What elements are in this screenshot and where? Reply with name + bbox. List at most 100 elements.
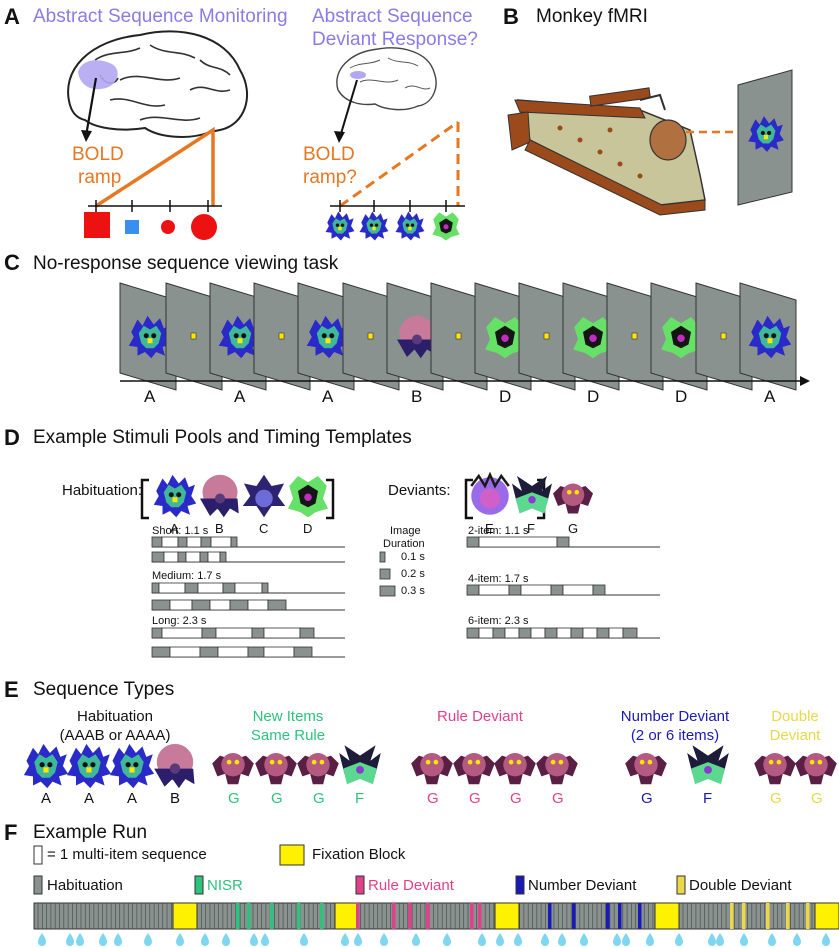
fixation-block <box>494 902 520 930</box>
reward-drop-icon <box>675 933 683 946</box>
image-block <box>293 646 313 658</box>
sequence-label: A <box>144 387 156 406</box>
brain-right-illustration <box>336 47 437 111</box>
reward-drop-icon <box>300 933 308 946</box>
gap-block <box>169 599 193 611</box>
image-block <box>596 627 610 639</box>
image-block <box>177 536 188 548</box>
gap-block <box>217 646 249 658</box>
reward-drop-icon <box>380 933 388 946</box>
gap-block <box>504 627 520 639</box>
image-block <box>151 582 160 594</box>
reward-drop-icon <box>66 933 74 946</box>
deviant-sequence <box>470 903 474 929</box>
image-block <box>222 582 236 594</box>
reward-drop-icon <box>114 933 122 946</box>
reward-drop-icon <box>222 933 230 946</box>
reward-drop-icon <box>740 933 748 946</box>
gap-block <box>478 584 510 596</box>
dur-01-label: 0.1 s <box>401 551 425 563</box>
gap-block <box>209 599 231 611</box>
image-block <box>466 536 480 548</box>
habituation-item-label: C <box>259 521 269 536</box>
image-frame <box>119 282 177 391</box>
reward-drop-icon <box>478 933 486 946</box>
fixation-frame <box>342 282 400 391</box>
nisr-seq-label: G <box>271 790 283 807</box>
gap-block <box>215 627 253 639</box>
red-circle-large <box>191 214 217 240</box>
panel-e-title: Sequence Types <box>33 679 175 700</box>
habituation-pool-label: Habituation: <box>62 482 143 499</box>
duration-key-01 <box>379 551 386 563</box>
deviant-sequence <box>766 903 770 929</box>
sequence-label: B <box>411 387 423 406</box>
run-background <box>33 902 839 930</box>
fixation-dot <box>190 332 197 340</box>
double-seq-label: G <box>770 790 782 807</box>
gap-block <box>247 599 269 611</box>
mri-screen <box>737 69 793 206</box>
image-block <box>299 627 315 639</box>
image-block <box>151 627 163 639</box>
image-block <box>466 584 480 596</box>
legend-rule-swatch <box>355 875 365 895</box>
image-block <box>151 536 163 548</box>
number-seq-label: F <box>703 790 713 807</box>
image-block <box>177 551 187 563</box>
legend-fixation-swatch <box>279 844 305 866</box>
image-block <box>267 599 287 611</box>
panel-e-letter: E <box>4 677 19 702</box>
panel-a-title-right-2: Deviant Response? <box>312 29 478 50</box>
rule-seq-label: G <box>510 790 522 807</box>
gap-block <box>169 646 201 658</box>
blue-square-small <box>125 220 139 234</box>
deviant-sequence <box>408 903 412 929</box>
image-block <box>199 646 219 658</box>
panel-d-letter: D <box>4 425 20 450</box>
image-frame <box>474 282 532 391</box>
panel-a-title-left: Abstract Sequence Monitoring <box>33 6 288 27</box>
image-block <box>247 646 265 658</box>
image-block <box>550 584 564 596</box>
image-block <box>466 627 480 639</box>
dur-02-label: 0.2 s <box>401 568 425 580</box>
bold-ramp-right <box>339 120 459 208</box>
duration-key-03 <box>379 585 396 597</box>
reward-drop-icon <box>622 933 630 946</box>
fixation-frame <box>606 282 664 391</box>
sequence-frames <box>119 282 797 391</box>
panel-b-title: Monkey fMRI <box>536 6 648 27</box>
double-seq-label: G <box>811 790 823 807</box>
panel-f-letter: F <box>4 820 18 845</box>
image-block <box>200 536 212 548</box>
rule-seq-label: G <box>427 790 439 807</box>
reward-drop-icon <box>793 933 801 946</box>
gap-block <box>263 627 301 639</box>
fixation-frame <box>695 282 753 391</box>
gap-block <box>478 536 558 548</box>
image-block <box>151 551 165 563</box>
sequence-label: D <box>587 387 600 406</box>
image-frame <box>562 282 620 391</box>
deviant-sequence <box>606 903 610 929</box>
gap-block <box>263 646 295 658</box>
fixation-frame <box>165 282 223 391</box>
gap-block <box>163 551 179 563</box>
image-frame <box>739 282 797 391</box>
sequence-label: A <box>234 387 246 406</box>
panel-b-letter: B <box>503 4 519 29</box>
fixation-block <box>814 902 839 930</box>
legend-double-deviant: Double Deviant <box>689 877 792 894</box>
gap-block <box>234 582 263 594</box>
image-frame <box>386 282 444 391</box>
fixation-block <box>334 902 360 930</box>
bold-ramp-left-2: ramp <box>78 167 122 188</box>
gap-block <box>197 582 224 594</box>
reward-drop-icon <box>716 933 724 946</box>
nisr-type-title-1: New Items <box>252 708 324 725</box>
dur-03-label: 0.3 s <box>401 585 425 597</box>
rule-seq-label: G <box>552 790 564 807</box>
gap-block <box>207 551 221 563</box>
